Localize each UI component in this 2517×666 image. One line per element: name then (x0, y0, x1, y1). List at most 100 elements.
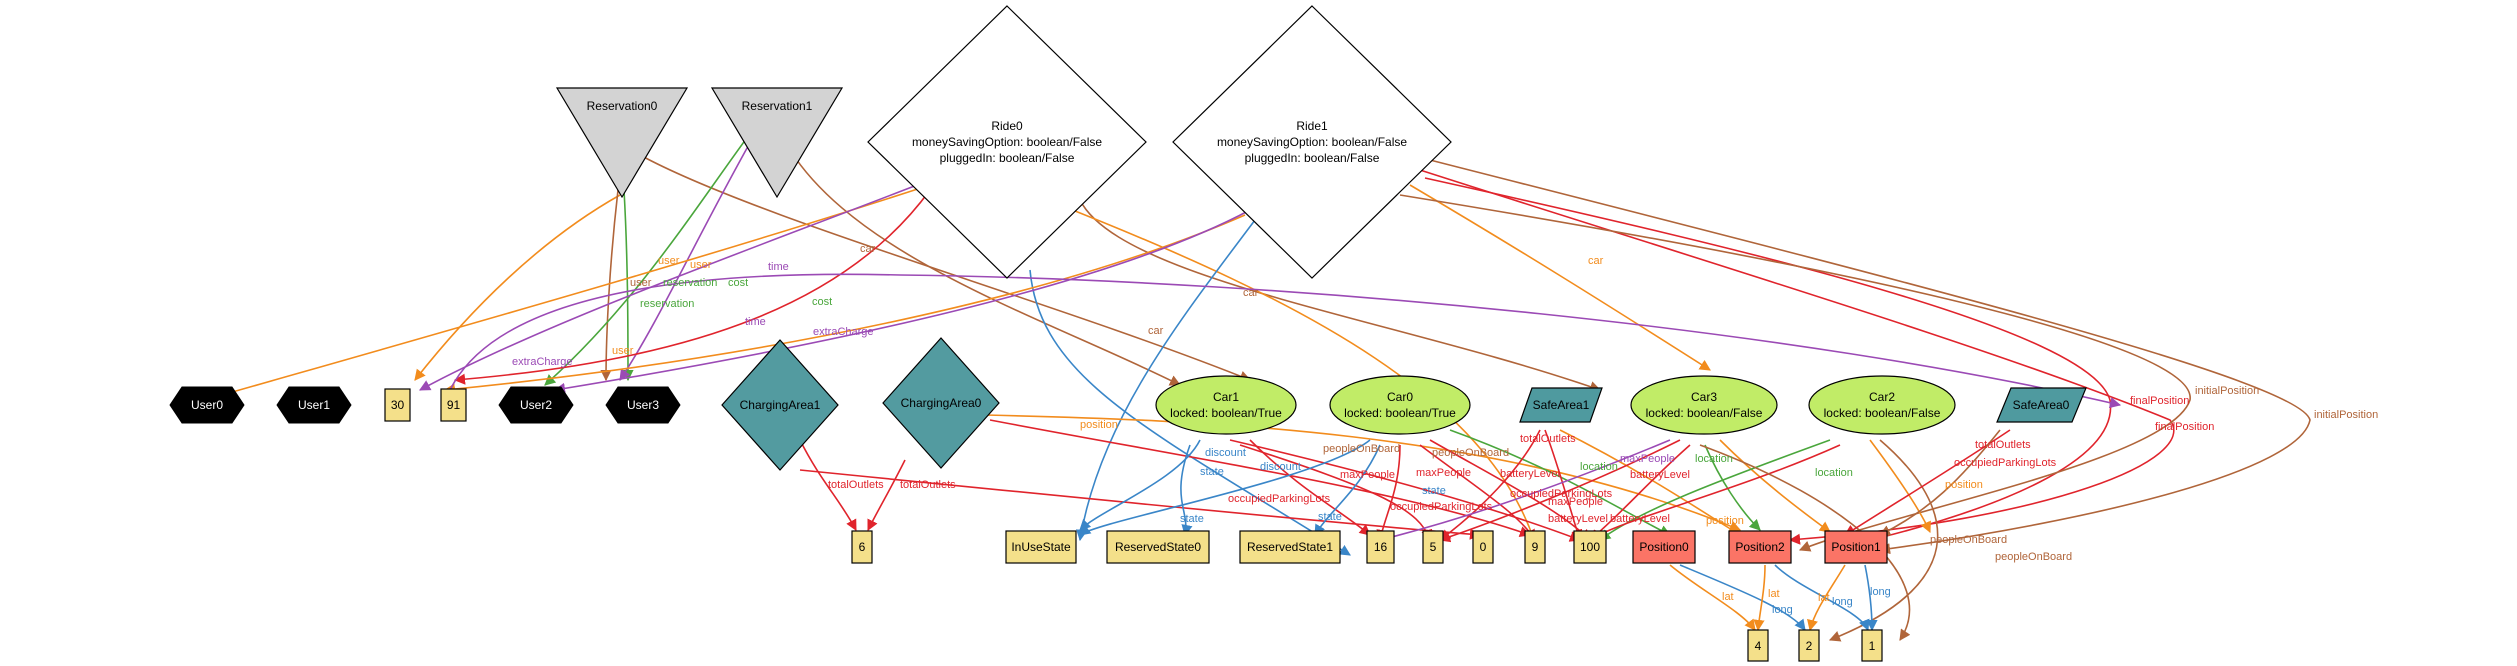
node-label: ReservedState1 (1247, 540, 1333, 554)
node-label: User0 (191, 398, 223, 412)
node-value-2[interactable]: 2 (1798, 629, 1820, 662)
edge-label: peopleOnBoard (1432, 447, 1509, 459)
node-label: Car2 (1869, 390, 1895, 404)
edge-time (419, 179, 931, 391)
node-reservation1[interactable]: Reservation1 (710, 87, 844, 199)
edge-time (619, 124, 761, 381)
node-position2[interactable]: Position2 (1728, 530, 1792, 564)
edge-occupiedParkingLots (1544, 429, 1583, 542)
edge-label: batteryLevel (1548, 513, 1608, 525)
node-attr: pluggedIn: boolean/False (940, 151, 1075, 165)
node-car3[interactable]: Car3 locked: boolean/False (1630, 375, 1778, 435)
node-ride1[interactable]: Ride1 moneySavingOption: boolean/False p… (1172, 5, 1452, 279)
node-attr: moneySavingOption: boolean/False (1217, 135, 1407, 149)
node-attr: locked: boolean/False (1646, 406, 1763, 420)
node-attr: pluggedIn: boolean/False (1245, 151, 1380, 165)
node-label: 100 (1580, 540, 1600, 554)
node-value-0[interactable]: 0 (1472, 530, 1494, 564)
edge-label: finalPosition (2130, 395, 2189, 407)
node-label: Reservation1 (742, 99, 813, 113)
edge-position (1059, 204, 1543, 562)
node-label: 6 (859, 540, 866, 554)
node-label: Car1 (1213, 390, 1239, 404)
node-safearea0[interactable]: SafeArea0 (1996, 387, 2087, 423)
edge-car (639, 154, 1252, 382)
node-value-16[interactable]: 16 (1366, 530, 1395, 564)
node-label: SafeArea1 (1533, 398, 1590, 412)
node-reservedstate1[interactable]: ReservedState1 (1239, 530, 1341, 564)
edge-label: lat (1818, 592, 1830, 604)
edge-position (1869, 439, 1931, 534)
edge-label: state (1422, 485, 1446, 497)
edge-label: time (768, 261, 789, 273)
node-user2[interactable]: User2 (498, 386, 574, 424)
edge-label: car (1243, 287, 1259, 299)
node-label: 5 (1430, 540, 1437, 554)
node-label: Ride1 (1296, 119, 1328, 133)
node-user3[interactable]: User3 (605, 386, 681, 424)
edge-totalOutlets (1439, 429, 1541, 541)
node-value-6[interactable]: 6 (851, 530, 873, 564)
node-label: ChargingArea0 (901, 396, 982, 410)
node-ride0[interactable]: Ride0 moneySavingOption: boolean/False p… (867, 5, 1147, 279)
node-reservation0[interactable]: Reservation0 (555, 87, 689, 199)
edge-discount (1180, 444, 1193, 537)
node-car0[interactable]: Car0 locked: boolean/True (1329, 375, 1471, 435)
node-label: SafeArea0 (2013, 398, 2070, 412)
node-value-4[interactable]: 4 (1747, 629, 1769, 662)
node-car2[interactable]: Car2 locked: boolean/False (1808, 375, 1956, 435)
edge-lat (1807, 564, 1846, 632)
node-label: 91 (447, 398, 461, 412)
node-value-5[interactable]: 5 (1422, 530, 1444, 564)
node-inusestate[interactable]: InUseState (1005, 530, 1077, 564)
edge-label: extraCharge (813, 326, 874, 338)
edge-discount (1314, 444, 1381, 536)
edge-label: state (1200, 466, 1224, 478)
edge-reservation (622, 189, 634, 382)
edge-labels: user user user user time time reservatio… (512, 243, 2378, 616)
node-user0[interactable]: User0 (169, 386, 245, 424)
node-user1[interactable]: User1 (276, 386, 352, 424)
node-position1[interactable]: Position1 (1824, 530, 1888, 564)
node-reservedstate0[interactable]: ReservedState0 (1106, 530, 1210, 564)
edge-car (1079, 199, 1602, 392)
node-label: InUseState (1011, 540, 1071, 554)
edge-label: location (1695, 453, 1733, 465)
edge-maxPeople (1438, 439, 1681, 543)
edge-long (1774, 564, 1870, 632)
node-value-91[interactable]: 91 (440, 388, 467, 422)
edge-location (1599, 439, 1831, 541)
edge-label: car (1588, 255, 1604, 267)
node-label: Reservation0 (587, 99, 658, 113)
edge-label: maxPeople (1416, 467, 1471, 479)
node-chargingarea0[interactable]: ChargingArea0 (882, 337, 1000, 469)
edge-label: reservation (640, 298, 694, 310)
edge-label: occupiedParkingLots (1510, 488, 1613, 500)
edge-label: user (690, 259, 712, 271)
node-value-9[interactable]: 9 (1524, 530, 1546, 564)
node-safearea1[interactable]: SafeArea1 (1519, 387, 1603, 423)
edge-label: extraCharge (512, 356, 573, 368)
node-label: ChargingArea1 (740, 398, 821, 412)
node-label: 4 (1755, 639, 1762, 653)
node-label: Car3 (1691, 390, 1717, 404)
node-value-30[interactable]: 30 (384, 388, 411, 422)
node-car1[interactable]: Car1 locked: boolean/True (1155, 375, 1297, 435)
node-label: User3 (627, 398, 659, 412)
edge-totalOutlets (867, 459, 906, 532)
edge-initialPosition (1399, 194, 2191, 552)
edge-label: long (1870, 586, 1891, 598)
edge-label: totalOutlets (828, 479, 884, 491)
edge-position (1559, 429, 1741, 536)
node-position0[interactable]: Position0 (1632, 530, 1696, 564)
edge-position (1076, 219, 1256, 542)
node-value-100[interactable]: 100 (1573, 530, 1607, 564)
node-chargingarea1[interactable]: ChargingArea1 (721, 339, 839, 471)
edge-label: totalOutlets (1520, 433, 1576, 445)
node-value-1[interactable]: 1 (1861, 629, 1883, 662)
node-label: 30 (391, 398, 405, 412)
edge-totalOutlets (799, 439, 857, 531)
node-label: Position0 (1639, 540, 1689, 554)
edge-user (220, 184, 931, 398)
edge-label: occupiedParkingLots (1228, 493, 1331, 505)
